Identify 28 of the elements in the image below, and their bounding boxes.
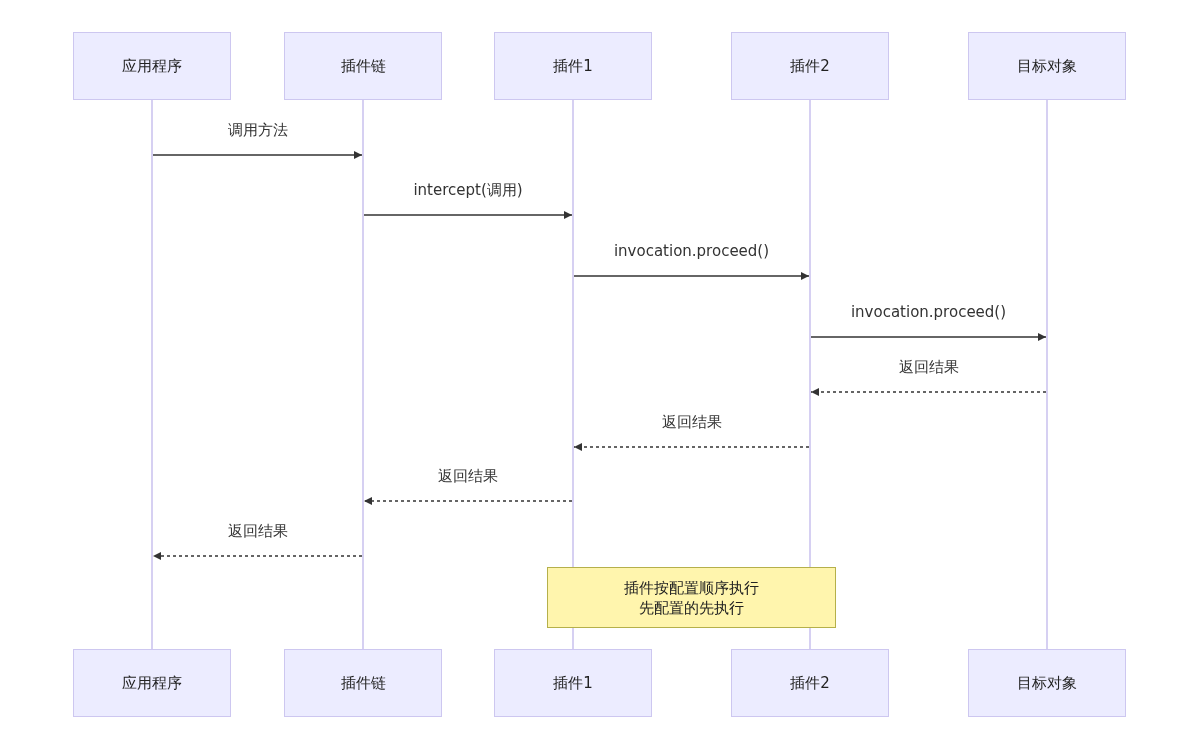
participant-box: 插件1 bbox=[494, 32, 652, 100]
lifeline bbox=[1046, 100, 1048, 649]
lifeline bbox=[362, 100, 364, 649]
message-label: 返回结果 bbox=[436, 467, 500, 486]
participant-box: 插件链 bbox=[284, 649, 442, 717]
note-box: 插件按配置顺序执行先配置的先执行 bbox=[547, 567, 836, 628]
return-arrow bbox=[573, 443, 810, 451]
participant-box: 插件2 bbox=[731, 32, 889, 100]
message-label: 返回结果 bbox=[896, 358, 961, 377]
participant-box: 目标对象 bbox=[968, 649, 1126, 717]
participant-box: 插件链 bbox=[284, 32, 442, 100]
participant-box: 应用程序 bbox=[73, 32, 231, 100]
message-label: 返回结果 bbox=[225, 522, 290, 541]
participant-box: 插件1 bbox=[494, 649, 652, 717]
message-arrow bbox=[810, 333, 1047, 341]
message-label: 返回结果 bbox=[659, 413, 724, 432]
message-arrow bbox=[152, 151, 363, 159]
return-arrow bbox=[363, 497, 573, 505]
return-arrow bbox=[152, 552, 363, 560]
message-arrow bbox=[363, 211, 573, 219]
message-label: 调用方法 bbox=[225, 121, 290, 140]
participant-box: 插件2 bbox=[731, 649, 889, 717]
return-arrow bbox=[810, 388, 1047, 396]
lifeline bbox=[151, 100, 153, 649]
message-arrow bbox=[573, 272, 810, 280]
participant-box: 目标对象 bbox=[968, 32, 1126, 100]
participant-box: 应用程序 bbox=[73, 649, 231, 717]
message-label: intercept(调用) bbox=[411, 181, 525, 200]
